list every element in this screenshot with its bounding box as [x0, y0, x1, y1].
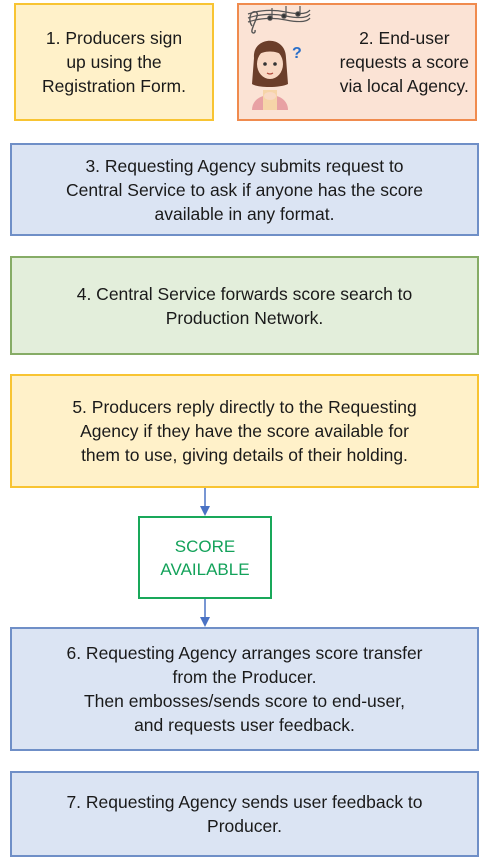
score-available-box: SCORE AVAILABLE: [138, 516, 272, 599]
arrow-to-step-6: [200, 599, 210, 627]
end-user-girl-icon: ?: [247, 6, 311, 110]
step-6-text: 6. Requesting Agency arranges score tran…: [66, 643, 423, 735]
step-4-box: 4. Central Service forwards score search…: [10, 256, 479, 355]
step-3-text: 3. Requesting Agency submits request to …: [66, 155, 423, 224]
step-3-box: 3. Requesting Agency submits request to …: [10, 143, 479, 236]
step-1-text: 1. Producers sign up using the Registrat…: [42, 28, 186, 96]
step-7-box: 7. Requesting Agency sends user feedback…: [10, 771, 479, 857]
arrow-to-score-available: [200, 488, 210, 516]
svg-text:?: ?: [292, 45, 302, 62]
step-4-text: 4. Central Service forwards score search…: [76, 283, 413, 328]
question-mark-icon: ?: [292, 45, 302, 62]
step-2-text: 2. End-user requests a score via local A…: [339, 28, 469, 96]
step-7-text: 7. Requesting Agency sends user feedback…: [66, 792, 423, 836]
step-6-box: 6. Requesting Agency arranges score tran…: [10, 627, 479, 751]
score-available-text: SCORE AVAILABLE: [160, 536, 250, 579]
music-notes-icon: [247, 6, 311, 34]
step-5-box: 5. Producers reply directly to the Reque…: [10, 374, 479, 488]
step-1-box: 1. Producers sign up using the Registrat…: [14, 3, 214, 121]
step-5-text: 5. Producers reply directly to the Reque…: [72, 397, 417, 465]
